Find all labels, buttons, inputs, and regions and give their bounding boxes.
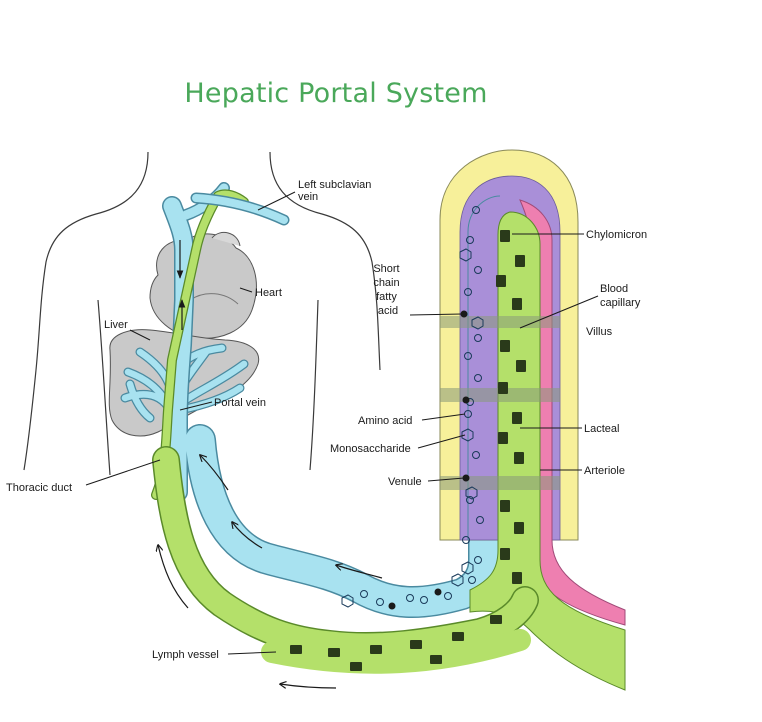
label-blood-capillary: Blood capillary <box>600 283 641 309</box>
label-chylomicron: Chylomicron <box>586 229 647 241</box>
label-arteriole: Arteriole <box>584 465 625 477</box>
label-left-subclavian-vein: Left subclavian vein <box>298 179 374 203</box>
label-monosaccharide: Monosaccharide <box>330 443 411 455</box>
villus <box>439 149 626 691</box>
villus-bands <box>440 316 560 490</box>
label-portal-vein: Portal vein <box>214 397 266 409</box>
label-villus: Villus <box>586 326 613 338</box>
label-lymph-vessel: Lymph vessel <box>152 649 219 661</box>
heart <box>149 231 257 339</box>
label-short-chain-fatty-acid: Short chain fatty acid <box>373 263 402 317</box>
label-heart: Heart <box>255 287 282 299</box>
venule-nutrients <box>341 206 484 610</box>
body-outline <box>23 151 381 476</box>
label-venule: Venule <box>388 476 422 488</box>
label-thoracic-duct: Thoracic duct <box>6 482 72 494</box>
label-amino-acid: Amino acid <box>358 415 412 427</box>
leader-lines <box>85 191 599 655</box>
chylomicron-packets <box>290 230 526 671</box>
flow-arrows <box>158 240 383 689</box>
lymph-vessel <box>151 189 539 674</box>
label-lacteal: Lacteal <box>584 423 619 435</box>
label-liver: Liver <box>104 319 128 331</box>
diagram-title: Hepatic Portal System <box>184 78 488 109</box>
portal-vein <box>162 182 500 619</box>
